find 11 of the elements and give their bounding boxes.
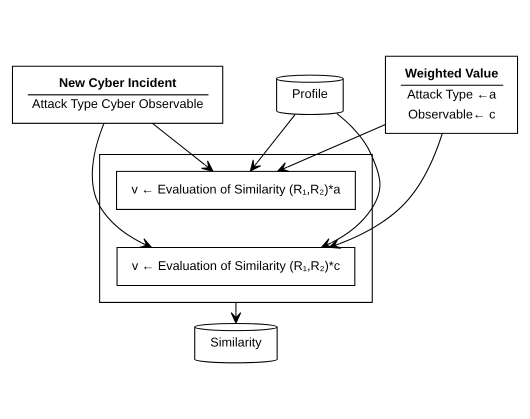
- arrow: [328, 133, 443, 249]
- node-box: Weighted Value Attack Type ←a Observable← c: [384, 56, 518, 134]
- arrow: [230, 302, 242, 324]
- node-box: v ← Evaluation of Similarity (R₁,R₂)*c: [116, 246, 356, 286]
- arrow: [152, 122, 214, 172]
- arrow: [250, 114, 296, 172]
- cluster: [99, 154, 373, 303]
- arrow: [277, 124, 386, 172]
- node-box: New Cyber Incident Attack Type Cyber Observable: [12, 66, 224, 124]
- node-box: v ← Evaluation of Similarity (R₁,R₂)*a: [116, 170, 356, 210]
- arrow: [92, 123, 152, 248]
